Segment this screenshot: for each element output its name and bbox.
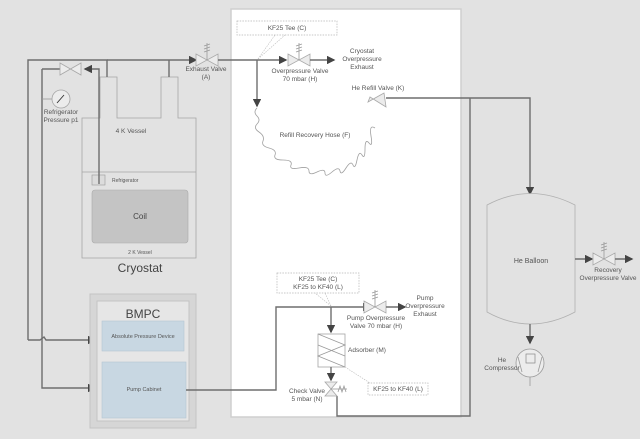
vessel-4k-label: 4 K Vessel xyxy=(116,128,147,135)
cryostat: 4 K Vessel Refrigerator Coil 2 K Vessel … xyxy=(81,76,197,275)
coil xyxy=(91,189,189,244)
coil-label: Coil xyxy=(133,212,147,221)
overpressure-valve-label-1: Overpressure Valve xyxy=(272,68,329,75)
absolute-pressure-label: Absolute Pressure Device xyxy=(111,334,174,340)
exhaust-valve-label-2: (A) xyxy=(202,74,211,81)
check-valve-label-2: 5 mbar (N) xyxy=(291,396,322,403)
adsorber-label: Adsorber (M) xyxy=(348,347,386,354)
overpressure-valve-label-2: 70 mbar (H) xyxy=(283,76,318,83)
he-balloon-label: He Balloon xyxy=(514,258,548,265)
overpressure-valve-h xyxy=(287,43,311,67)
cryostat-exhaust-label-2: Overpressure xyxy=(342,56,382,63)
bmpc-title: BMPC xyxy=(126,307,161,321)
he-refill-valve-label: He Refill Valve (K) xyxy=(352,85,405,92)
recovery-valve-label-2: Overpressure Valve xyxy=(580,275,637,282)
cryostat-exhaust-label-1: Cryostat xyxy=(350,48,374,55)
bmpc: BMPC Absolute Pressure Device Pump Cabin… xyxy=(89,293,197,429)
refrigerator-pressure-gauge-icon xyxy=(42,89,71,109)
cryostat-title: Cryostat xyxy=(118,261,163,275)
pump-cabinet xyxy=(101,361,187,419)
exhaust-valve-a xyxy=(195,43,219,67)
recovery-overpressure-valve xyxy=(592,242,616,266)
pump-cabinet-label: Pump Cabinet xyxy=(127,387,162,393)
cryostat-exhaust-label-3: Exhaust xyxy=(350,64,374,71)
check-valve-label-1: Check Valve xyxy=(289,388,325,395)
refill-hose-label: Refill Recovery Hose (F) xyxy=(280,132,351,139)
he-compressor-icon xyxy=(515,348,545,386)
refrigerator-label: Refrigerator xyxy=(112,178,139,184)
he-refill-valve-k xyxy=(367,92,387,108)
kf25-kf40-label: KF25 to KF40 (L) xyxy=(373,386,423,393)
kf25-tee-top-label: KF25 Tee (C) xyxy=(268,25,307,32)
recovery-valve-label-1: Recovery xyxy=(594,267,622,274)
center-panel xyxy=(230,8,462,418)
gauge-label-1: Refrigerator xyxy=(44,109,79,116)
pump-overpressure-label-2: Valve 70 mbar (H) xyxy=(350,323,402,330)
exhaust-valve-label-1: Exhaust Valve xyxy=(185,66,226,73)
gauge-label-2: Pressure p1 xyxy=(43,117,78,124)
pump-overpressure-label-1: Pump Overpressure xyxy=(347,315,406,322)
he-compressor-label-1: He xyxy=(498,357,507,364)
pump-exhaust-label-2: Overpressure xyxy=(405,303,445,310)
pump-overpressure-valve xyxy=(363,290,387,314)
vessel-2k-label: 2 K Vessel xyxy=(128,250,152,256)
absolute-pressure-device xyxy=(101,320,185,352)
he-compressor-label-2: Compressor xyxy=(484,365,520,372)
check-valve-n xyxy=(324,381,347,397)
he-balloon xyxy=(486,193,576,325)
refill-recovery-hose xyxy=(254,107,376,176)
pump-exhaust-label-1: Pump xyxy=(417,295,434,302)
kf25-tee-bottom-label-2: KF25 to KF40 (L) xyxy=(293,284,343,291)
kf25-tee-bottom-label-1: KF25 Tee (C) xyxy=(299,276,338,283)
refrigerator-valve xyxy=(59,62,82,76)
pump-exhaust-label-3: Exhaust xyxy=(413,311,437,318)
adsorber xyxy=(316,333,347,368)
